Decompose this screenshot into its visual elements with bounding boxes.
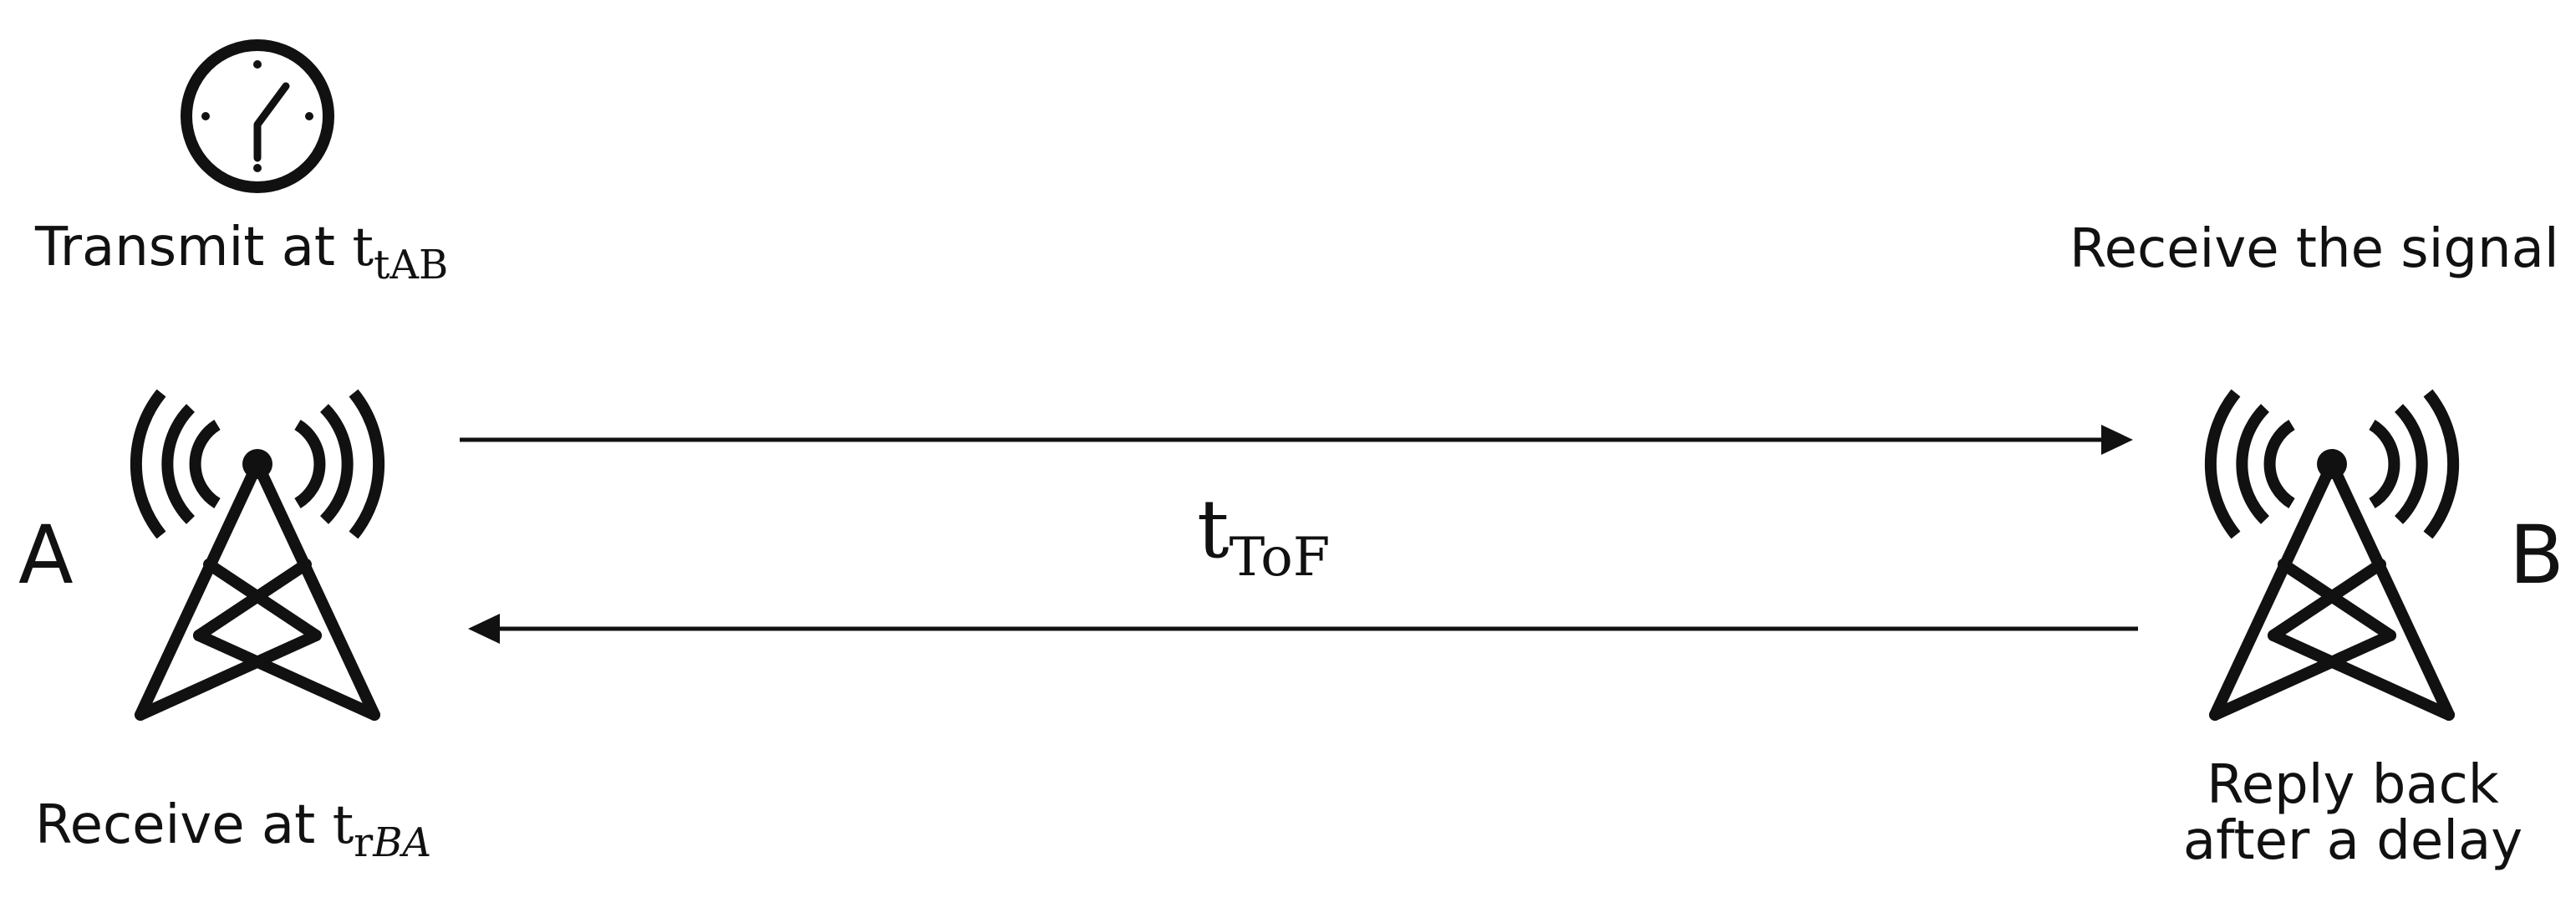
receive-a-subscript-ba: BA xyxy=(373,819,432,866)
tof-var: t xyxy=(1197,482,1229,576)
arrow-a-to-b xyxy=(460,425,2133,455)
transmit-var: t xyxy=(352,217,374,278)
reply-line-1: Reply back xyxy=(2207,754,2499,816)
receive-a-label: Receive at trBA xyxy=(35,798,431,863)
transmit-subscript: tAB xyxy=(374,242,449,288)
receive-a-subscript-r: r xyxy=(354,819,374,866)
node-a-label: A xyxy=(18,508,74,602)
receive-signal-label: Receive the signal xyxy=(2069,218,2559,280)
clock-icon xyxy=(181,39,334,193)
node-b-label: B xyxy=(2509,508,2564,602)
reply-line-2: after a delay xyxy=(2182,810,2523,873)
receive-a-var: t xyxy=(332,794,354,856)
reply-label: Reply back after a delay xyxy=(2156,754,2549,873)
transmit-prefix: Transmit at xyxy=(35,217,353,278)
time-of-flight-label: tToF xyxy=(1197,489,1330,589)
tower-a-icon xyxy=(136,393,379,715)
tof-subscript: ToF xyxy=(1229,527,1331,589)
receive-a-prefix: Receive at xyxy=(35,794,333,856)
transmit-label: Transmit at ttAB xyxy=(35,221,448,285)
tower-b-icon xyxy=(2211,393,2453,715)
arrow-b-to-a xyxy=(468,614,2138,644)
